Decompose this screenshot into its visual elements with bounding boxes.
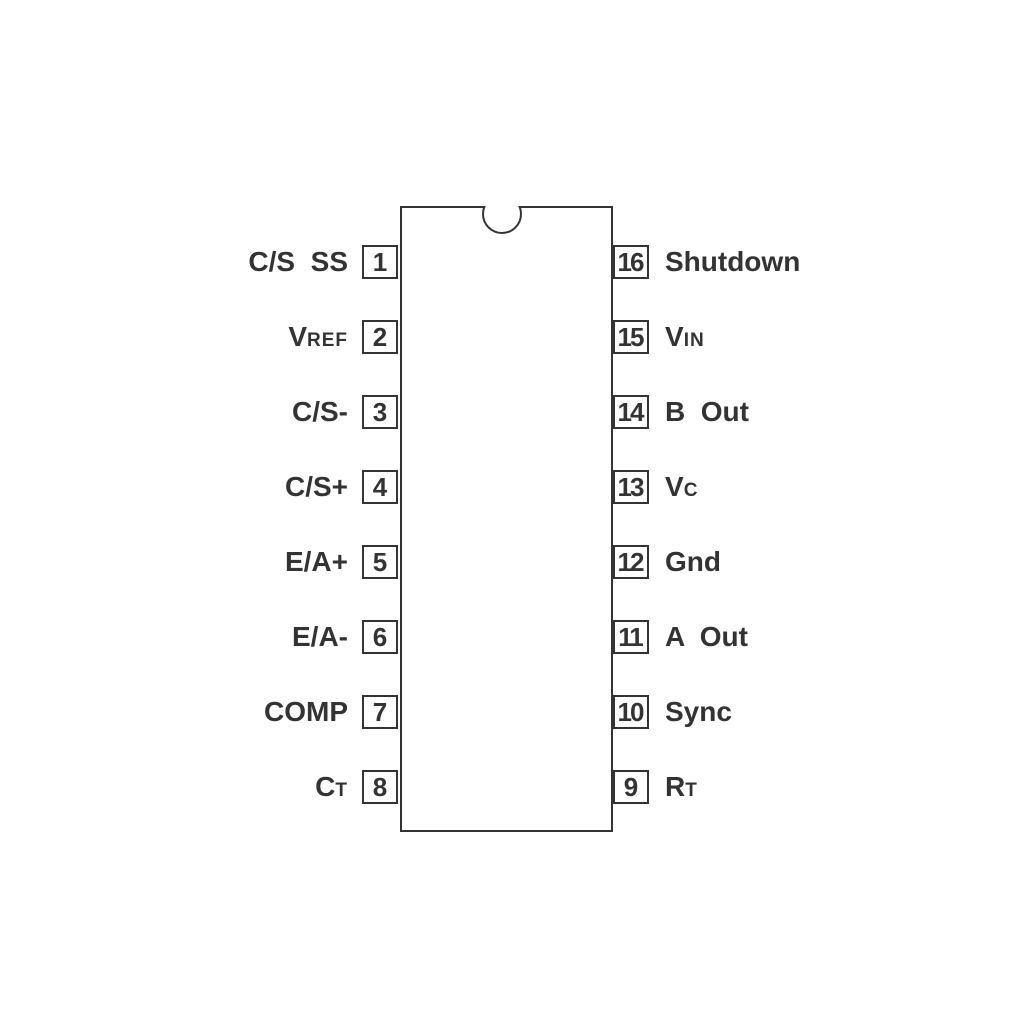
pin-3-label: C/S- (292, 396, 348, 427)
pin-3-box: 3 (362, 395, 398, 429)
pin-8-box: 8 (362, 770, 398, 804)
pin-4-box: 4 (362, 470, 398, 504)
pin-11-label: A Out (665, 621, 748, 652)
pin-5-label: E/A+ (284, 546, 348, 577)
pin-15-label: VIN (665, 321, 705, 352)
pin-9-label: RT (665, 771, 698, 802)
pin-6-label: E/A- (292, 621, 348, 652)
pin-1-box: 1 (362, 245, 398, 279)
pin-6-box: 6 (362, 620, 398, 654)
pin-7-box: 7 (362, 695, 398, 729)
pin-16-box: 16 (613, 245, 649, 279)
pin-2-label: VREF (288, 321, 348, 352)
pin-10-label: Sync (665, 696, 732, 727)
pin-13-label: VC (665, 471, 699, 502)
pin-15-box: 15 (613, 320, 649, 354)
pin-9-box: 9 (613, 770, 649, 804)
pin-5-box: 5 (362, 545, 398, 579)
pin-8-label: CT (315, 771, 348, 802)
pin-16-label: Shutdown (665, 246, 801, 277)
pin-12-label: Gnd (665, 546, 721, 577)
pin-4-label: C/S+ (284, 471, 348, 502)
pin-13-box: 13 (613, 470, 649, 504)
pin-14-label: B Out (665, 396, 749, 427)
pin-10-box: 10 (613, 695, 649, 729)
pin-14-box: 14 (613, 395, 649, 429)
pin-1-label: C/S SS (248, 246, 348, 277)
pin-2-box: 2 (362, 320, 398, 354)
pin-11-box: 11 (613, 620, 649, 654)
pin-12-box: 12 (613, 545, 649, 579)
pin-7-label: COMP (264, 696, 348, 727)
ic-package-body (400, 194, 613, 832)
